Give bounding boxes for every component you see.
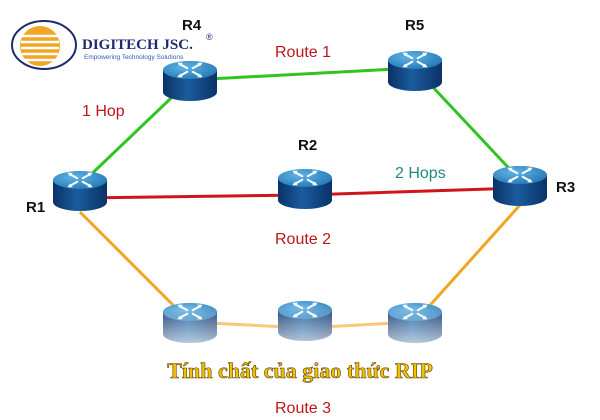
router-r4-label: R4 bbox=[182, 17, 202, 34]
logo-name: DIGITECH JSC. bbox=[82, 37, 193, 53]
diagram-caption: Tính chất của giao thức RIP bbox=[167, 358, 433, 383]
bottom-fade-overlay bbox=[0, 300, 600, 420]
two-hops-label: 2 Hops bbox=[395, 165, 446, 182]
router-r5 bbox=[388, 51, 442, 91]
route-1-line bbox=[78, 66, 522, 187]
one-hop-label: 1 Hop bbox=[82, 103, 125, 120]
route-1-path bbox=[78, 66, 522, 187]
router-r2-label: R2 bbox=[298, 137, 317, 154]
router-r4 bbox=[163, 61, 217, 101]
router-r1 bbox=[53, 171, 107, 211]
route-1-label: Route 1 bbox=[275, 44, 331, 61]
router-r2 bbox=[278, 169, 332, 209]
router-r5-label: R5 bbox=[405, 17, 424, 34]
company-logo: DIGITECH JSC. ® Empowering Technology So… bbox=[11, 20, 213, 70]
logo-tagline: Empowering Technology Solutions bbox=[84, 54, 184, 61]
logo-registered-mark: ® bbox=[206, 32, 213, 42]
route-2-label: Route 2 bbox=[275, 231, 331, 248]
router-r1-label: R1 bbox=[26, 199, 45, 216]
router-r3-label: R3 bbox=[556, 179, 575, 196]
route-3-label: Route 3 bbox=[275, 400, 331, 417]
router-r3 bbox=[493, 166, 547, 206]
logo-globe-icon bbox=[11, 20, 77, 70]
